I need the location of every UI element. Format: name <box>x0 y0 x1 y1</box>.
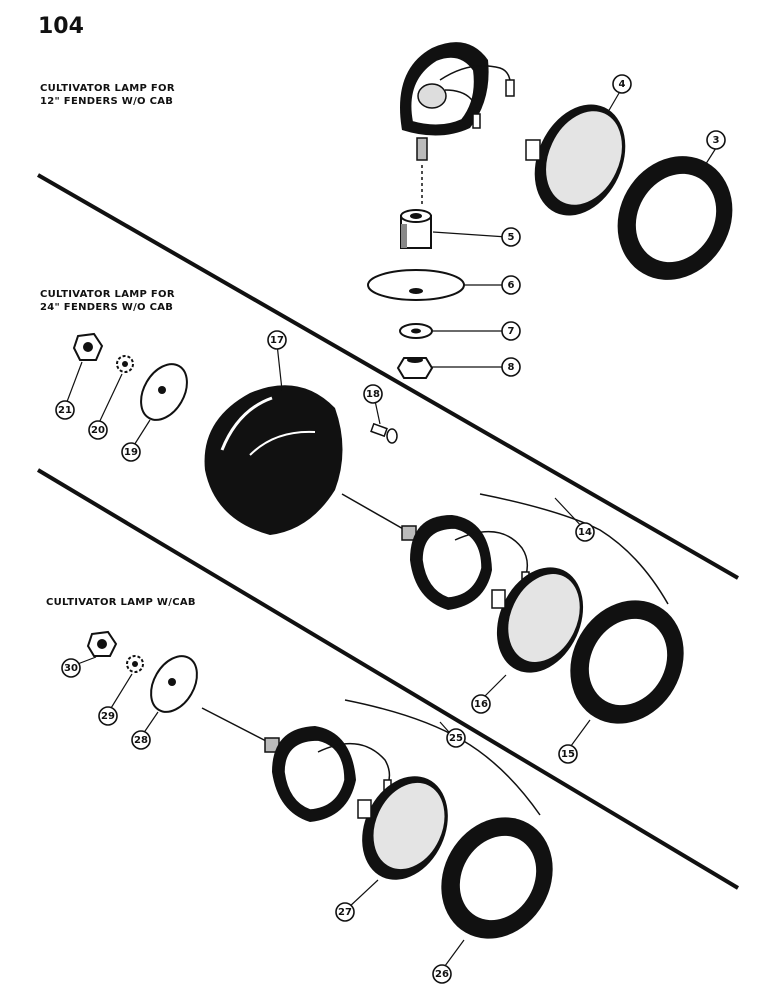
callout-label: 15 <box>561 749 575 760</box>
lamp-housing-icon <box>400 42 515 205</box>
callout-circle <box>501 321 521 341</box>
callout-circle <box>335 902 355 922</box>
section-divider <box>37 173 739 580</box>
callout-25: 25 <box>446 728 466 748</box>
lock-washer-icon <box>126 655 144 673</box>
callout-28: 28 <box>131 730 151 750</box>
callout-6: 6 <box>501 275 521 295</box>
callout-circle <box>501 357 521 377</box>
callout-21: 21 <box>55 400 75 420</box>
callout-circle <box>501 227 521 247</box>
callout-circle <box>363 384 383 404</box>
callout-circle <box>61 658 81 678</box>
callout-18: 18 <box>363 384 383 404</box>
callout-label: 7 <box>508 326 515 337</box>
assembly-bracket <box>479 493 669 605</box>
callout-circle <box>558 744 578 764</box>
callout-label: 21 <box>58 405 72 416</box>
callout-label: 6 <box>508 280 515 291</box>
sealed-beam-lamp-icon <box>357 776 448 880</box>
callout-circle <box>88 420 108 440</box>
callout-26: 26 <box>432 964 452 984</box>
callout-label: 19 <box>124 447 138 458</box>
callout-27: 27 <box>335 902 355 922</box>
callout-label: 14 <box>578 527 592 538</box>
lock-washer-icon <box>116 355 134 373</box>
callout-circle <box>612 74 632 94</box>
callout-circle <box>267 330 287 350</box>
lamp-bezel-ring-icon <box>617 156 733 280</box>
callout-17: 17 <box>267 330 287 350</box>
callout-circle <box>706 130 726 150</box>
flat-washer-icon <box>399 323 433 339</box>
mounting-plate-icon <box>367 269 465 301</box>
callout-circle <box>121 442 141 462</box>
callout-label: 26 <box>435 969 449 980</box>
mounting-plate-icon <box>150 655 198 713</box>
callout-label: 5 <box>508 232 515 243</box>
callout-circle <box>501 275 521 295</box>
screw-icon <box>370 422 398 444</box>
callout-label: 30 <box>64 663 78 674</box>
callout-circle <box>446 728 466 748</box>
section-divider <box>36 468 740 890</box>
lamp-housing-icon <box>341 493 530 610</box>
section-title-with-cab: CULTIVATOR LAMP W/CAB <box>46 596 196 609</box>
callout-label: 29 <box>101 711 115 722</box>
callout-label: 3 <box>713 135 720 146</box>
callout-14: 14 <box>575 522 595 542</box>
callout-circle <box>98 706 118 726</box>
lamp-bezel-ring-icon <box>570 600 684 724</box>
callout-circle <box>471 694 491 714</box>
callout-circle <box>432 964 452 984</box>
callout-5: 5 <box>501 227 521 247</box>
callout-16: 16 <box>471 694 491 714</box>
section-title-line: 24" FENDERS W/O CAB <box>40 302 174 313</box>
section-title-24in-fenders: CULTIVATOR LAMP FOR 24" FENDERS W/O CAB <box>40 288 175 314</box>
callout-label: 28 <box>134 735 148 746</box>
callout-8: 8 <box>501 357 521 377</box>
callout-label: 25 <box>449 733 463 744</box>
callout-19: 19 <box>121 442 141 462</box>
page-number: 104 <box>38 14 84 39</box>
lamp-bezel-ring-icon <box>441 817 553 939</box>
callout-circle <box>575 522 595 542</box>
section-title-12in-fenders: CULTIVATOR LAMP FOR 12" FENDERS W/O CAB <box>40 82 175 108</box>
hex-nut-icon <box>72 332 104 361</box>
sealed-beam-lamp-icon <box>525 104 626 216</box>
callout-3: 3 <box>706 130 726 150</box>
callout-label: 18 <box>366 389 380 400</box>
section-title-line: CULTIVATOR LAMP FOR <box>40 289 175 300</box>
callout-label: 8 <box>508 362 515 373</box>
section-title-line: 12" FENDERS W/O CAB <box>40 96 174 107</box>
callout-15: 15 <box>558 744 578 764</box>
callout-29: 29 <box>98 706 118 726</box>
lamp-housing-icon <box>201 707 392 822</box>
section-title-line: CULTIVATOR LAMP W/CAB <box>46 597 196 608</box>
mounting-plate-icon <box>140 363 188 421</box>
callout-circle <box>55 400 75 420</box>
section-title-line: CULTIVATOR LAMP FOR <box>40 83 175 94</box>
callout-circle <box>131 730 151 750</box>
callout-label: 16 <box>474 699 488 710</box>
callout-label: 17 <box>270 335 284 346</box>
callout-4: 4 <box>612 74 632 94</box>
spacer-bushing-icon <box>400 209 432 249</box>
hex-nut-icon <box>396 357 434 379</box>
callout-markers: 3 4 5 6 7 8 14 15 16 17 18 19 20 21 25 26 27 28 29 30 <box>55 74 726 984</box>
callout-30: 30 <box>61 658 81 678</box>
sealed-beam-lamp-icon <box>491 567 584 673</box>
hex-nut-icon <box>86 630 118 657</box>
callout-7: 7 <box>501 321 521 341</box>
callout-label: 20 <box>91 425 105 436</box>
callout-label: 4 <box>619 79 626 90</box>
callout-20: 20 <box>88 420 108 440</box>
lamp-shell-icon <box>204 385 343 535</box>
callout-label: 27 <box>338 907 352 918</box>
